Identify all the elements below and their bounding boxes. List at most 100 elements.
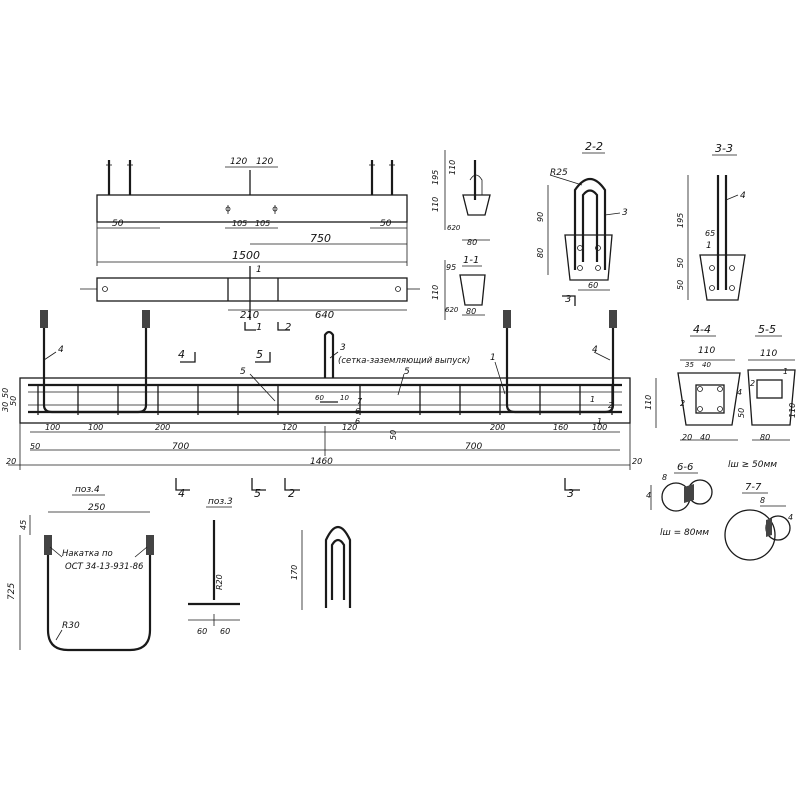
- stirrups: [37, 385, 613, 415]
- elev-mark-5-bot: 5: [254, 487, 261, 500]
- sec33-title: 3-3: [715, 142, 733, 155]
- top-dim-8: 1500: [232, 249, 260, 262]
- sec44-title: 4-4: [693, 323, 711, 336]
- sec44-dim-20: 20: [682, 433, 692, 442]
- pos-label-1b: 1: [590, 395, 595, 404]
- elev-small-50: 50: [389, 430, 398, 440]
- dim-left-50b: 50: [9, 396, 18, 406]
- plan-mark-2: 2: [285, 322, 291, 333]
- sec11-dim-110: 110: [431, 285, 440, 300]
- dim-edge-20b: 20: [632, 457, 642, 466]
- dim-r1-3: 200: [155, 423, 170, 432]
- top-dim-5: 105: [255, 219, 270, 228]
- pos-label-5b: 5: [404, 367, 410, 377]
- dim-edge-50: 50: [30, 442, 40, 451]
- sec44-pos-2: 2: [680, 399, 685, 408]
- section-6-6: 6-6 lш ≥ 50мм 8 4: [646, 460, 777, 512]
- sec11-dim-80: 80: [466, 307, 476, 316]
- elev-mark-4-bot: 4: [178, 487, 185, 500]
- sec22-dim-60: 60: [588, 281, 598, 290]
- dim-r2-2: 700: [465, 442, 482, 452]
- pos4-note-1: Накатка по: [62, 549, 113, 559]
- main-elevation: 4 5 4 5 2 3 4 4 3 (сетка-заземляющий вып…: [1, 310, 642, 500]
- pos4-dim-725: 725: [7, 583, 17, 600]
- sec55-pos-2: 2: [750, 379, 755, 388]
- pos-label-1: 1: [490, 353, 496, 363]
- section-3-3: 3-3 195 65 50 50 4 1: [676, 142, 746, 301]
- pos-label-6b: 6: [355, 417, 360, 426]
- pos4-dim-r30: R30: [62, 621, 80, 631]
- top-dim-2: 120: [256, 157, 273, 167]
- sec33-dim-65: 65: [705, 229, 715, 238]
- dim-r1-8: 100: [592, 423, 607, 432]
- pos-label-1c: 1: [597, 417, 602, 426]
- sec44-dim-40: 40: [702, 361, 711, 369]
- section-2-2: 2-2 R25 90 80 60 3 3: [536, 140, 628, 306]
- top-dim-7: 50: [380, 219, 392, 229]
- detail-pos4: поз.4 250 45 725 R30 Накатка по ОСТ 34-1…: [7, 485, 154, 652]
- dim-r2-1: 700: [172, 442, 189, 452]
- sec77-dim-8: 8: [760, 496, 765, 505]
- sec11-dim-95: 95: [446, 263, 456, 272]
- dim-r1-6: 200: [490, 423, 505, 432]
- section-5-5: 5-5 110 2 1 50 80 110: [737, 323, 797, 442]
- pos-label-4-left: 4: [58, 345, 64, 355]
- pos3-dim-60a: 60: [197, 627, 207, 636]
- sec66-title: 6-6: [677, 462, 693, 473]
- sec11-dim-620: 620: [445, 306, 459, 314]
- sec44-dim-40b: 40: [700, 433, 710, 442]
- sec66-dim-8: 8: [662, 473, 667, 482]
- dim-r1-5: 120: [342, 423, 357, 432]
- sec33-dim-50a: 50: [676, 258, 685, 268]
- top-dim-3: 50: [112, 219, 124, 229]
- sts-dim-80: 80: [467, 238, 477, 247]
- sec44-dim-110: 110: [698, 346, 715, 356]
- sts-dim-110a: 110: [448, 160, 457, 175]
- sec22-pos-3: 3: [622, 208, 628, 218]
- top-view: 120 120 50 105 105 750 50 1500: [96, 157, 408, 266]
- section-1-1: 1-1 95 110 80 620: [431, 255, 486, 320]
- elev-mark-3-bot: 3: [567, 487, 574, 500]
- sec33-dim-50b: 50: [676, 280, 685, 290]
- sec33-pos-4: 4: [740, 191, 746, 201]
- plan-dim-210: 210: [240, 310, 259, 321]
- detail-hairpin: 170: [290, 525, 352, 610]
- sec22-dim-r25: R25: [550, 168, 568, 178]
- dim-left-50a: 50: [1, 388, 10, 398]
- pos-label-2: 2: [608, 401, 613, 410]
- sec11-title: 1-1: [463, 255, 479, 266]
- sec44-dim-110v: 110: [644, 395, 653, 410]
- sec22-title: 2-2: [585, 140, 603, 153]
- top-dim-4: 105: [232, 219, 247, 228]
- dim-r1-2: 100: [88, 423, 103, 432]
- top-dim-6: 750: [310, 232, 331, 245]
- pos-label-4-right: 4: [592, 345, 598, 355]
- pos4-title: поз.4: [75, 485, 100, 495]
- sec44-pos-4: 4: [737, 388, 742, 397]
- sec55-dim-80: 80: [760, 433, 770, 442]
- dim-left-30: 30: [1, 402, 10, 412]
- sec22-mark-3: 3: [565, 294, 571, 305]
- detail-pos3: поз.3 R20 60 60: [188, 497, 240, 636]
- top-dim-1: 120: [230, 157, 247, 167]
- elev-small-60: 60: [315, 394, 324, 402]
- elev-mark-2-bot: 2: [288, 487, 295, 500]
- sec55-dim-110: 110: [760, 349, 777, 359]
- dim-r1-4: 120: [282, 423, 297, 432]
- sec77-dim-4: 4: [788, 513, 793, 522]
- sec66-dim-4: 4: [646, 491, 651, 500]
- sec55-pos-1: 1: [783, 367, 788, 376]
- pos-label-7: 7: [357, 397, 363, 406]
- sec33-pos-1: 1: [706, 241, 712, 251]
- elev-mark-4-top: 4: [178, 348, 185, 361]
- sts-dim-195: 195: [431, 170, 440, 185]
- section-top-small: 195 110 110 80 620: [431, 150, 491, 247]
- dim-r1-7: 160: [553, 423, 568, 432]
- sec33-dim-195: 195: [676, 213, 685, 228]
- pos4-note-2: ОСТ 34-13-931-86: [65, 562, 144, 572]
- pos-label-3: 3: [340, 343, 346, 353]
- sec44-dim-35: 35: [685, 361, 694, 369]
- sec77-weld: lш = 80мм: [660, 528, 709, 538]
- pos4-dim-45: 45: [19, 520, 28, 530]
